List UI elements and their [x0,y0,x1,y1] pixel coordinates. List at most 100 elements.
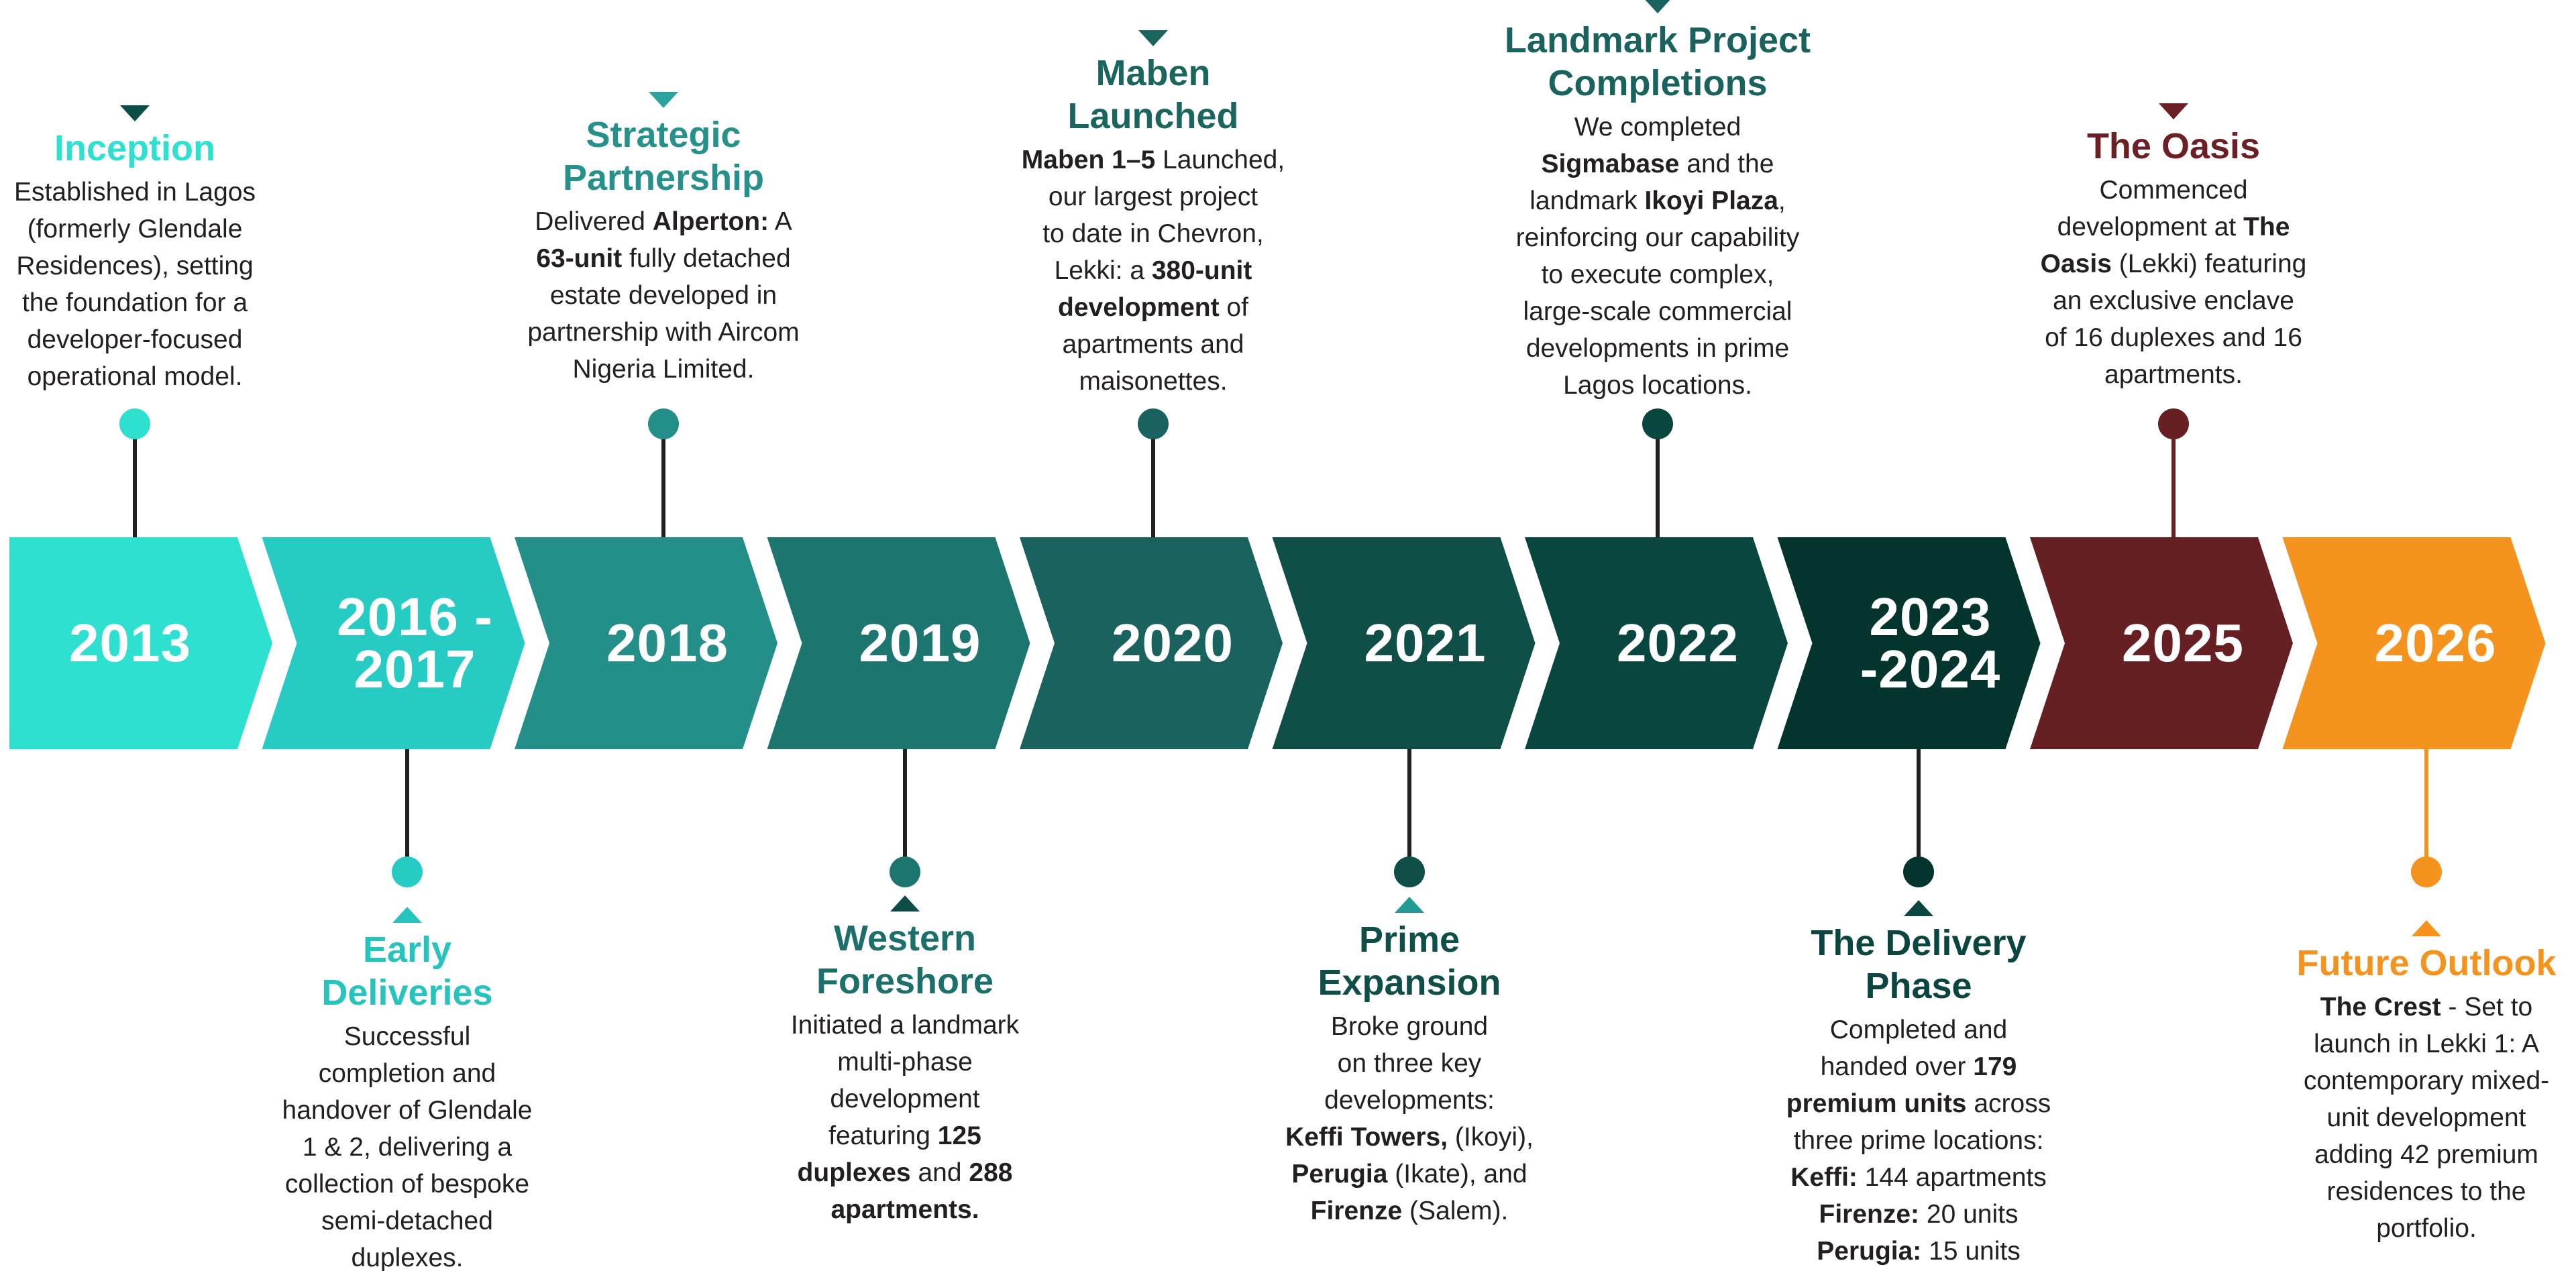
text-run: multi-phase [837,1048,973,1076]
text-run: development at [2057,213,2244,241]
milestone-title-line: Maben [1095,53,1211,93]
text-run: Established in Lagos [14,178,256,207]
triangle-down-icon [120,105,150,121]
connector-line [661,424,665,537]
description-line: Initiated a landmark [717,1007,1093,1044]
text-run: (formerly Glendale [27,215,243,243]
text-run: Completed and [1829,1015,2008,1044]
description-line: adding 42 premium [2239,1136,2576,1173]
description-line: Firenze: 20 units [1731,1196,2106,1233]
timeline-segment [2282,537,2546,749]
triangle-down-icon [2159,103,2188,119]
text-run: 1 & 2, delivering a [302,1133,513,1162]
description-line: collection of bespoke [219,1166,595,1203]
text-run: adding 42 premium [2314,1140,2538,1169]
emphasis-text: Ikoyi Plaza [1644,186,1778,215]
text-run: residences to the [2326,1177,2526,1206]
connector-line [133,424,137,537]
milestone-title-line: Early [362,930,452,970]
text-run: three prime locations: [1793,1126,2044,1155]
triangle-down-icon [1138,30,1168,46]
text-run: (Salem). [1402,1197,1509,1225]
text-run: Lekki: a [1054,256,1152,285]
description-line: duplexes and 288 [717,1154,1093,1191]
text-run: to date in Chevron, [1042,219,1264,248]
text-run: We completed [1574,113,1741,142]
description-line: portfolio. [2239,1210,2576,1247]
year-label: 2020 [1112,613,1234,673]
description-line: unit development [2239,1099,2576,1136]
emphasis-text: Firenze: [1819,1200,1920,1229]
text-run: on three key [1337,1049,1482,1078]
text-run: operational model. [27,362,243,391]
description-line: Broke ground [1222,1008,1597,1045]
year-label: 2023 -2024 [1860,587,2001,699]
text-run: apartments. [2104,360,2243,389]
milestone-dot [1642,408,1673,439]
timeline-segment [767,537,1030,749]
connector-line [1656,424,1660,537]
description-line: multi-phase [717,1044,1093,1081]
description-line: apartments. [717,1191,1093,1228]
milestone-title: Inception [0,127,323,170]
timeline-segment [2030,537,2293,749]
text-run: Residences), setting [16,252,254,280]
milestone-title: The Oasis [1986,125,2361,168]
milestone-title-line: Strategic [586,115,741,155]
text-run: and the [1679,150,1774,178]
emphasis-text: 288 [969,1158,1013,1187]
year-label: 2022 [1617,613,1739,673]
year-label: 2013 [69,613,191,673]
description-line: developments: [1222,1082,1597,1119]
text-run: developments in prime [1525,334,1790,363]
description-line: handover of Glendale [219,1092,595,1129]
text-run: fully detached [622,244,791,273]
description-line: Commenced [1986,172,2361,209]
emphasis-text: Firenze [1310,1197,1403,1225]
text-run: 15 units [1921,1237,2021,1266]
description-line: We completed [1470,109,1845,146]
text-run: Lagos locations. [1563,371,1752,400]
text-run: (Lekki) featuring [2111,250,2307,278]
milestone-dot [1394,856,1425,887]
description-line: on three key [1222,1045,1597,1082]
year-label: 2019 [859,613,981,673]
description-line: featuring 125 [717,1117,1093,1154]
description-line: 1 & 2, delivering a [219,1129,595,1166]
description-line: Residences), setting [0,247,323,284]
text-run: Delivered [535,207,653,236]
emphasis-text: Sigmabase [1541,150,1680,178]
milestone-title-line: Launched [1067,96,1239,136]
text-run: our largest project [1048,182,1258,211]
emphasis-text: 125 [937,1121,981,1150]
text-run: across [1966,1089,2051,1118]
emphasis-text: apartments. [830,1195,979,1224]
description-line: Lekki: a 380-unit [965,252,1341,289]
description-line: developer-focused [0,321,323,358]
description-line: development of [965,289,1341,326]
emphasis-text: The Crest [2320,993,2441,1021]
milestone-dot [1138,408,1169,439]
text-run: portfolio. [2376,1214,2477,1243]
description-line: launch in Lekki 1: A [2239,1026,2576,1062]
description-line: of 16 duplexes and 16 [1986,319,2361,356]
description-line: Firenze (Salem). [1222,1193,1597,1229]
text-run: large-scale commercial [1523,297,1792,326]
text-run: developments: [1324,1086,1495,1115]
text-run: semi-detached [321,1207,493,1235]
description-line: Delivered Alperton: A [476,203,851,240]
text-run: reinforcing our capability [1515,223,1800,252]
description-line: Established in Lagos [0,174,323,211]
text-run: handover of Glendale [282,1096,533,1125]
emphasis-text: development [1058,293,1220,322]
